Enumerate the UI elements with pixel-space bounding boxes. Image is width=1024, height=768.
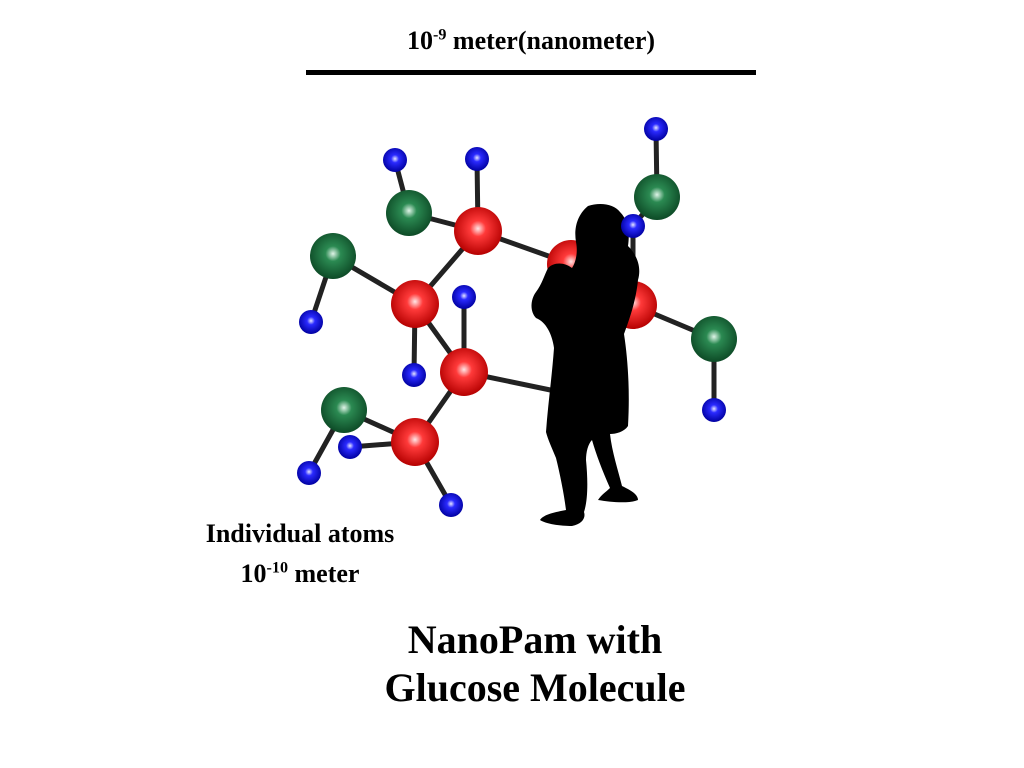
green-atom [310,233,356,279]
green-atom [321,387,367,433]
scale-unit: meter(nanometer) [446,26,656,55]
red-atom [440,348,488,396]
atoms-label: Individual atoms 10-10 meter [160,514,440,594]
green-atom [386,190,432,236]
hydrogen-atom [702,398,726,422]
woman-silhouette-icon [531,204,640,526]
scale-bar [306,70,756,75]
green-atom [691,316,737,362]
atoms-exponent: -10 [266,559,289,577]
scale-base: 10 [406,26,433,55]
caption-line1: NanoPam with [407,617,663,662]
red-atom [454,207,502,255]
hydrogen-atom [299,310,323,334]
red-atom [391,418,439,466]
hydrogen-atom [439,493,463,517]
caption-line2: Glucose Molecule [384,665,686,710]
scale-label: 10-9 meter(nanometer) [306,26,756,56]
scale-exponent: -9 [432,26,447,44]
hydrogen-atom [338,435,362,459]
red-atom [391,280,439,328]
hydrogen-atom [621,214,645,238]
hydrogen-atom [644,117,668,141]
hydrogen-atom [402,363,426,387]
hydrogen-atom [297,461,321,485]
green-atom [634,174,680,220]
atoms-base: 10 [240,559,267,588]
atoms-back [297,117,737,517]
hydrogen-atom [452,285,476,309]
hydrogen-atom [465,147,489,171]
atoms-label-line2: 10-10 meter [160,554,440,594]
atoms-front [621,214,645,238]
atoms-unit: meter [288,559,360,588]
atoms-label-line1: Individual atoms [205,519,395,548]
figure-caption: NanoPam with Glucose Molecule [330,616,740,712]
hydrogen-atom [383,148,407,172]
